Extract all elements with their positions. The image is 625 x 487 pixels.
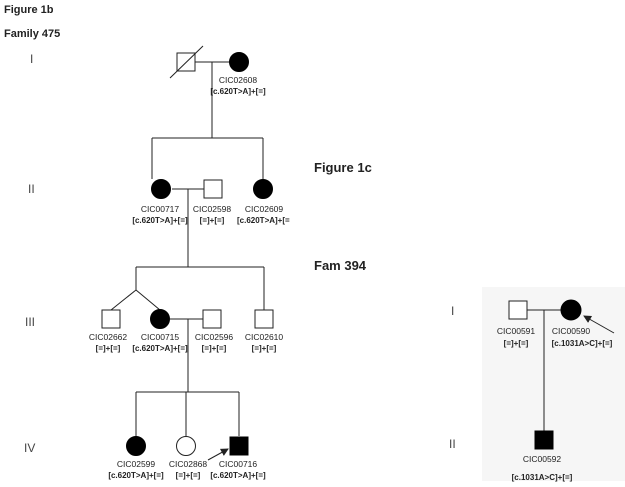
individual-cic00591: CIC00591 [=]+[=] xyxy=(497,300,536,348)
individual-cic00592: CIC00592 [c.1031A>C]+[=] xyxy=(512,430,573,482)
family-394-generation-label-i: I xyxy=(451,304,454,318)
generation-label-iii: III xyxy=(25,315,35,329)
figure-1b-title: Figure 1b xyxy=(4,4,54,16)
individual-cic02609: CIC02609 [c.620T>A]+[= xyxy=(237,179,290,225)
figure-1c-title: Figure 1c xyxy=(314,160,372,175)
individual-id-cic02599: CIC02599 xyxy=(117,459,156,469)
genotype-cic02609: [c.620T>A]+[= xyxy=(237,216,290,225)
family-394-panel xyxy=(482,287,625,481)
individual-cic00716: CIC00716 [c.620T>A]+[=] xyxy=(207,436,266,480)
generation-label-i: I xyxy=(30,52,33,66)
individual-id-cic02609: CIC02609 xyxy=(245,204,284,214)
deceased-slash xyxy=(169,45,204,79)
individual-id-cic00591: CIC00591 xyxy=(497,326,536,336)
genotype-cic02610: [=]+[=] xyxy=(252,344,277,353)
genotype-cic00716: [c.620T>A]+[=] xyxy=(210,471,266,480)
genotype-cic00715: [c.620T>A]+[=] xyxy=(132,344,188,353)
individual-id-cic00716: CIC00716 xyxy=(219,459,258,469)
genotype-cic02596: [=]+[=] xyxy=(202,344,227,353)
female-affected-symbol xyxy=(151,179,171,199)
individual-id-cic00715: CIC00715 xyxy=(141,332,180,342)
female-affected-symbol xyxy=(150,309,170,329)
family-394-title: Fam 394 xyxy=(314,258,367,273)
genotype-cic02868: [=]+[=] xyxy=(176,471,201,480)
genotype-cic02598: [=]+[=] xyxy=(200,216,225,225)
individual-cic02610: CIC02610 [=]+[=] xyxy=(245,309,284,353)
generation-label-iv: IV xyxy=(24,441,35,455)
genotype-cic00717: [c.620T>A]+[=] xyxy=(132,216,188,225)
individual-id-cic02610: CIC02610 xyxy=(245,332,284,342)
male-unaffected-symbol xyxy=(203,179,223,199)
male-unaffected-symbol xyxy=(101,309,121,329)
individual-cic02868: CIC02868 [=]+[=] xyxy=(169,436,208,480)
family-394-generation-label-ii: II xyxy=(449,437,456,451)
genotype-cic00590: [c.1031A>C]+[=] xyxy=(552,339,613,348)
male-unaffected-symbol xyxy=(202,309,222,329)
female-affected-symbol xyxy=(253,179,273,199)
genotype-cic02608: [c.620T>A]+[=] xyxy=(210,87,266,96)
individual-id-cic00592: CIC00592 xyxy=(523,454,562,464)
individual-id-cic00590: CIC00590 xyxy=(552,326,591,336)
female-affected-symbol xyxy=(126,436,146,456)
family-475-lines xyxy=(110,61,265,436)
individual-id-cic02868: CIC02868 xyxy=(169,459,208,469)
family-475-title: Family 475 xyxy=(4,28,60,40)
genotype-cic00592: [c.1031A>C]+[=] xyxy=(512,473,573,482)
individual-id-cic00717: CIC00717 xyxy=(141,204,180,214)
proband-arrow xyxy=(207,448,229,461)
individual-id-cic02608: CIC02608 xyxy=(219,75,258,85)
family-394-lines xyxy=(527,309,561,431)
individual-cic02599: CIC02599 [c.620T>A]+[=] xyxy=(108,436,164,480)
individual-cic00717: CIC00717 [c.620T>A]+[=] xyxy=(132,179,188,225)
proband-arrow xyxy=(583,315,615,334)
individual-id-cic02662: CIC02662 xyxy=(89,332,128,342)
female-affected-symbol xyxy=(560,299,582,321)
genotype-cic02599: [c.620T>A]+[=] xyxy=(108,471,164,480)
generation-label-ii: II xyxy=(28,182,35,196)
individual-cic02596: CIC02596 [=]+[=] xyxy=(195,309,234,353)
individual-cic02598: CIC02598 [=]+[=] xyxy=(193,179,232,225)
individual-cic00715: CIC00715 [c.620T>A]+[=] xyxy=(132,309,188,353)
individual-cic00590: CIC00590 [c.1031A>C]+[=] xyxy=(552,299,615,348)
individual-cic02608: CIC02608 [c.620T>A]+[=] xyxy=(210,52,266,96)
male-affected-symbol xyxy=(229,436,249,456)
female-affected-symbol xyxy=(229,52,249,72)
female-unaffected-symbol xyxy=(176,436,196,456)
genotype-cic00591: [=]+[=] xyxy=(504,339,529,348)
male-unaffected-symbol xyxy=(254,309,274,329)
individual-id-cic02598: CIC02598 xyxy=(193,204,232,214)
male-unaffected-symbol xyxy=(508,300,528,320)
male-affected-symbol xyxy=(534,430,554,450)
individual-i1-father xyxy=(169,45,204,79)
genotype-cic02662: [=]+[=] xyxy=(96,344,121,353)
individual-cic02662: CIC02662 [=]+[=] xyxy=(89,309,128,353)
individual-id-cic02596: CIC02596 xyxy=(195,332,234,342)
